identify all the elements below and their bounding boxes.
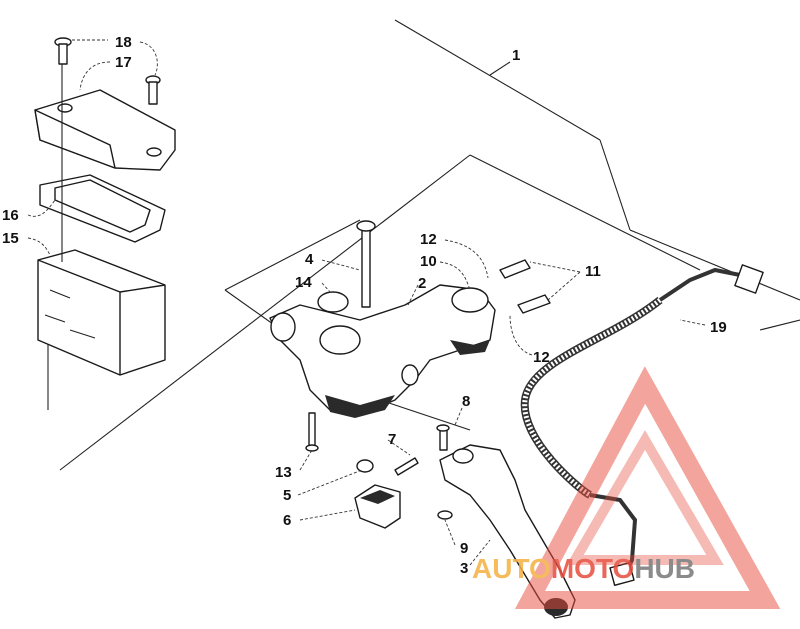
master-cylinder — [269, 284, 496, 418]
callout-5: 5 — [283, 487, 291, 504]
o-ring — [317, 291, 349, 313]
callout-14: 14 — [295, 274, 312, 291]
callout-16: 16 — [2, 207, 19, 224]
callout-13: 13 — [275, 464, 292, 481]
callout-8: 8 — [462, 393, 470, 410]
brake-hose — [520, 264, 764, 586]
watermark-text-auto: AUTOMOTOHUB — [472, 553, 695, 584]
callout-12-bottom: 12 — [533, 349, 550, 366]
cap-screws — [54, 37, 161, 105]
callouts: 1 2 3 4 5 6 7 8 9 10 11 12 12 13 14 15 1… — [2, 34, 727, 577]
reservoir-body — [37, 249, 166, 376]
callout-19: 19 — [710, 319, 727, 336]
brake-lever — [436, 424, 576, 619]
reservoir-cap — [34, 89, 176, 171]
pivot-block — [354, 457, 419, 529]
diaphragm — [39, 174, 166, 243]
callout-7: 7 — [388, 431, 396, 448]
callout-17: 17 — [115, 54, 132, 71]
callout-18: 18 — [115, 34, 132, 51]
callout-10: 10 — [420, 253, 437, 270]
frame-lines — [47, 19, 800, 471]
watermark-triangle — [514, 366, 781, 609]
callout-15: 15 — [2, 230, 19, 247]
watermark-logo: AUTOMOTOHUB — [472, 366, 781, 609]
leader-lines — [27, 39, 706, 566]
callout-1: 1 — [512, 47, 520, 64]
callout-2: 2 — [418, 275, 426, 292]
callout-11: 11 — [585, 263, 601, 280]
callout-6: 6 — [283, 512, 291, 529]
callout-9: 9 — [460, 540, 468, 557]
watermark-inner-triangle — [566, 430, 724, 565]
callout-4: 4 — [305, 251, 314, 268]
cylinder-bolts — [305, 220, 551, 452]
callout-3: 3 — [460, 560, 468, 577]
callout-12-top: 12 — [420, 231, 437, 248]
